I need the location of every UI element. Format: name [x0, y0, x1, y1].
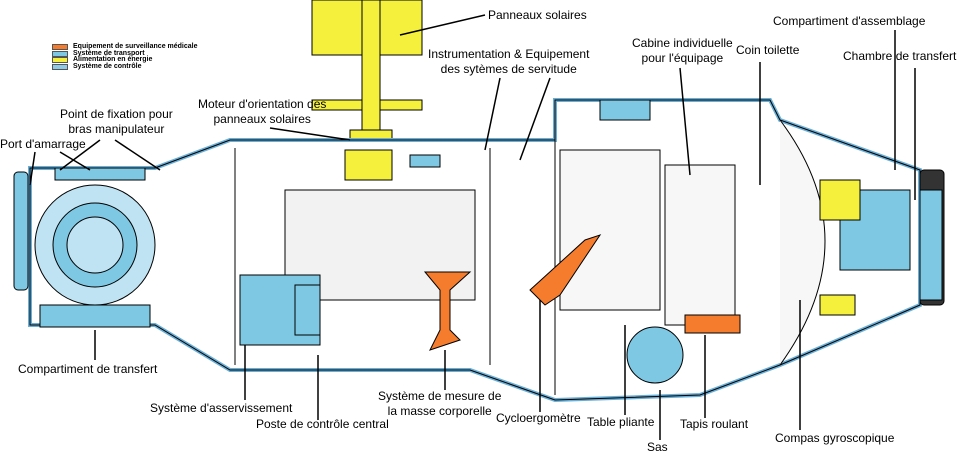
label-line: Cabine individuelle — [632, 36, 733, 50]
control-equipment — [239, 99, 943, 346]
label-line: des sytèmes de servitude — [440, 62, 577, 76]
label-transfer-compartment: Compartiment de transfert — [18, 362, 158, 376]
legend-swatch — [52, 44, 68, 51]
label-airlock: Sas — [647, 440, 668, 454]
legend-item-transport: Système de transport — [52, 49, 198, 58]
docking-port — [13, 167, 156, 328]
label-gyrocompass: Compas gyroscopique — [775, 431, 895, 445]
label-line: Système de mesure de — [378, 389, 502, 403]
solar-panel — [311, 0, 423, 151]
label-line: la masse corporelle — [387, 404, 492, 418]
legend-swatch — [52, 57, 68, 64]
legend-label: Alimentation en énergie — [73, 56, 153, 63]
label-line: Moteur d'orientation des — [198, 97, 327, 111]
label-line: pour l'équipage — [641, 51, 724, 65]
label-assembly-compartment: Compartiment d'assemblage — [773, 14, 926, 28]
label-docking-port: Port d'amarrage — [0, 137, 86, 151]
label-toilet: Coin toilette — [736, 43, 800, 57]
legend: Equipement de surveillance médicale Syst… — [52, 43, 198, 71]
medical-equipment — [423, 234, 741, 351]
legend-label: Système de transport — [73, 49, 145, 57]
label-line: panneaux solaires — [213, 112, 311, 126]
legend-item-medical: Equipement de surveillance médicale — [52, 43, 198, 51]
label-treadmill: Tapis roulant — [680, 417, 749, 431]
label-cycloergometer: Cycloergomètre — [496, 411, 581, 425]
legend-item-power: Alimentation en énergie — [52, 56, 198, 64]
label-folding-table: Table pliante — [587, 415, 655, 429]
legend-label: Système de contrôle — [73, 62, 142, 70]
label-line: bras manipulateur — [68, 122, 165, 136]
label-control-station: Poste de contrôle central — [256, 417, 389, 431]
legend-item-control: Système de contrôle — [52, 62, 198, 71]
legend-label: Equipement de surveillance médicale — [73, 43, 198, 50]
legend-swatch — [52, 63, 68, 70]
label-line: Point de fixation pour — [60, 107, 173, 121]
label-solar-panels: Panneaux solaires — [488, 8, 587, 22]
label-line: Instrumentation & Equipement — [428, 47, 590, 61]
label-transfer-chamber: Chambre de transfert — [843, 49, 957, 63]
legend-swatch — [52, 50, 68, 57]
label-servo-system: Système d'asservissement — [150, 401, 293, 415]
